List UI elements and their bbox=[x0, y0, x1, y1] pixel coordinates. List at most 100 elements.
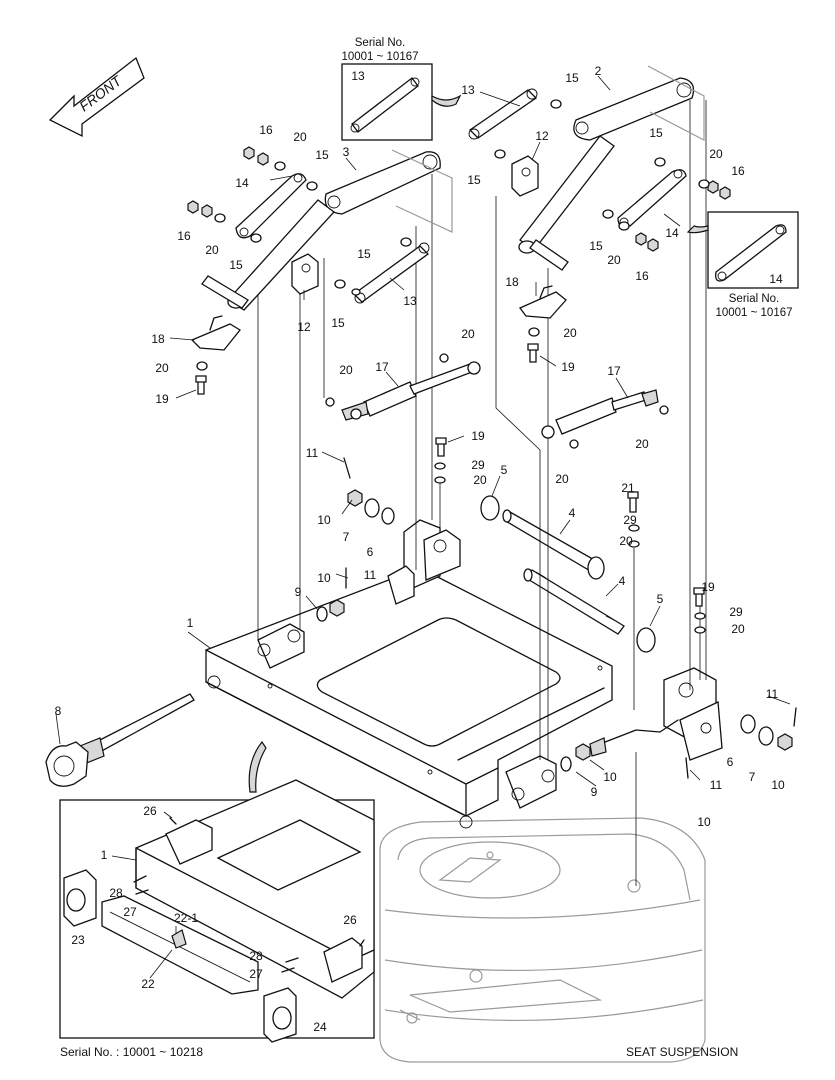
part-label: 11 bbox=[766, 687, 779, 701]
part-label: 27 bbox=[249, 967, 263, 981]
caption: SEAT SUSPENSION bbox=[626, 1045, 738, 1059]
part-label: 14 bbox=[665, 226, 679, 240]
part-labels: 2 3 13 13 15 15 15 15 15 15 15 15 16 16 … bbox=[55, 64, 785, 1034]
inset-serial-text: Serial No. : 10001 ~ 10218 bbox=[60, 1045, 203, 1059]
part-label: 19 bbox=[561, 360, 575, 374]
part-label: 28 bbox=[109, 886, 123, 900]
link-arm-right bbox=[518, 65, 705, 271]
part-label: 5 bbox=[657, 592, 664, 606]
part-label: 16 bbox=[731, 164, 745, 178]
part-label: 15 bbox=[331, 316, 345, 330]
part-label: 24 bbox=[313, 1020, 327, 1034]
part-label: 16 bbox=[177, 229, 191, 243]
callout-top-title: Serial No. bbox=[355, 37, 406, 49]
part-label: 11 bbox=[710, 778, 723, 792]
gas-spring-left bbox=[341, 361, 481, 421]
part-label: 22 bbox=[141, 977, 155, 991]
part-label: 29 bbox=[471, 458, 485, 472]
part-label: 18 bbox=[151, 332, 165, 346]
pin-upper bbox=[502, 509, 605, 580]
assembly-lines bbox=[257, 100, 707, 886]
part-label: 23 bbox=[71, 933, 85, 947]
part-label: 13 bbox=[461, 83, 475, 97]
seat-outline bbox=[379, 817, 706, 1063]
part-label: 16 bbox=[635, 269, 649, 283]
part-label: 15 bbox=[589, 239, 603, 253]
part-label: 20 bbox=[607, 253, 621, 267]
adjuster-shaft bbox=[45, 693, 195, 787]
part-label: 4 bbox=[569, 506, 576, 520]
plate-left bbox=[235, 173, 307, 239]
part-label: 20 bbox=[635, 437, 649, 451]
part-label: 15 bbox=[467, 173, 481, 187]
part-label: 20 bbox=[709, 147, 723, 161]
part-label: 10 bbox=[603, 770, 617, 784]
callout-right: 14 Serial No. 10001 ~ 10167 bbox=[686, 211, 799, 319]
pin-lower bbox=[523, 568, 625, 635]
part-label: 29 bbox=[729, 605, 743, 619]
part-label: 20 bbox=[205, 243, 219, 257]
part-label: 12 bbox=[535, 129, 549, 143]
callout-right-part: 14 bbox=[769, 272, 783, 286]
part-label: 29 bbox=[623, 513, 637, 527]
plate-right bbox=[617, 169, 687, 228]
gas-spring-right bbox=[541, 389, 659, 439]
part-label: 19 bbox=[155, 392, 169, 406]
part-label: 16 bbox=[259, 123, 273, 137]
part-label: 20 bbox=[555, 472, 569, 486]
part-label: 1 bbox=[101, 848, 108, 862]
base-frame bbox=[205, 519, 723, 829]
part-label: 7 bbox=[343, 530, 350, 544]
part-label: 11 bbox=[306, 446, 319, 460]
part-label: 20 bbox=[293, 130, 307, 144]
part-label: 15 bbox=[565, 71, 579, 85]
part-label: 9 bbox=[295, 585, 302, 599]
part-label: 20 bbox=[461, 327, 475, 341]
part-label: 17 bbox=[375, 360, 389, 374]
part-label: 19 bbox=[701, 580, 715, 594]
part-label: 2 bbox=[595, 64, 602, 78]
front-arrow-icon: FRONT bbox=[48, 56, 145, 138]
rod-right bbox=[468, 88, 538, 140]
part-label: 28 bbox=[249, 949, 263, 963]
bracket-left bbox=[291, 253, 319, 295]
part-label: 6 bbox=[367, 545, 374, 559]
part-label: 14 bbox=[235, 176, 249, 190]
part-label: 19 bbox=[471, 429, 485, 443]
bracket-18-left bbox=[190, 315, 241, 351]
part-label: 21 bbox=[621, 481, 635, 495]
callout-top-part: 13 bbox=[351, 69, 365, 83]
part-label: 27 bbox=[123, 905, 137, 919]
bracket-18-right bbox=[518, 285, 567, 319]
part-label: 6 bbox=[727, 755, 734, 769]
part-label: 20 bbox=[731, 622, 745, 636]
part-label: 20 bbox=[563, 326, 577, 340]
callout-right-range: 10001 ~ 10167 bbox=[715, 307, 792, 319]
rod-left bbox=[353, 242, 430, 304]
part-label: 10 bbox=[317, 571, 331, 585]
part-label: 10 bbox=[771, 778, 785, 792]
part-label: 20 bbox=[339, 363, 353, 377]
callout-right-title: Serial No. bbox=[729, 293, 780, 305]
leader-lines bbox=[55, 75, 791, 979]
part-label: 18 bbox=[505, 275, 519, 289]
part-label: 17 bbox=[607, 364, 621, 378]
inset-panel bbox=[59, 740, 375, 1043]
part-label: 4 bbox=[619, 574, 626, 588]
part-label: 8 bbox=[55, 704, 62, 718]
part-label: 26 bbox=[343, 913, 357, 927]
part-label: 12 bbox=[297, 320, 311, 334]
part-label: 7 bbox=[749, 770, 756, 784]
part-label: 15 bbox=[649, 126, 663, 140]
bracket-right bbox=[511, 155, 539, 197]
part-label: 20 bbox=[155, 361, 169, 375]
callout-top: Serial No. 10001 ~ 10167 13 bbox=[341, 37, 462, 141]
part-label: 9 bbox=[591, 785, 598, 799]
part-label: 15 bbox=[229, 258, 243, 272]
part-label: 11 bbox=[364, 568, 377, 582]
adjuster-cable bbox=[589, 719, 679, 757]
part-label: 20 bbox=[473, 473, 487, 487]
link-arm-left bbox=[201, 149, 453, 311]
callout-top-range: 10001 ~ 10167 bbox=[341, 51, 418, 63]
